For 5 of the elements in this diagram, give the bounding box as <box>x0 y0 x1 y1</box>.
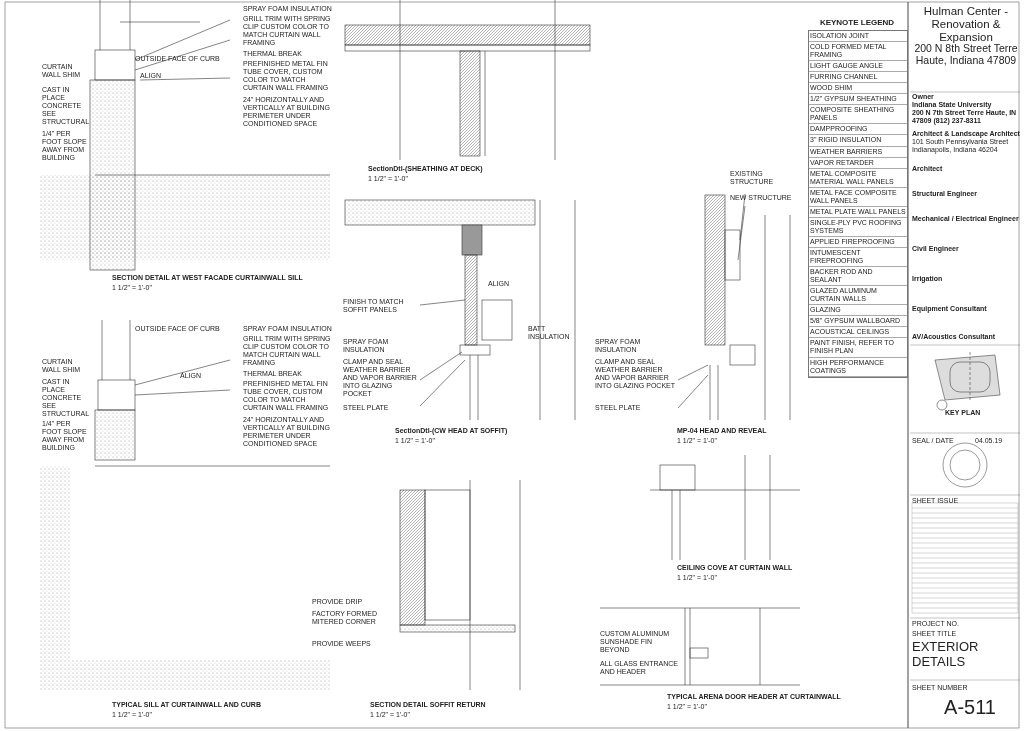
sheet-number: A-511 <box>943 696 997 719</box>
project-title: Hulman Center - Renovation & Expansion <box>923 5 1009 45</box>
legend-heading: KEYNOTE LEGEND <box>818 18 896 28</box>
sheet-title: EXTERIOR DETAILS <box>912 640 980 670</box>
project-address: 200 N 8th Street Terre Haute, Indiana 47809 <box>913 42 1019 67</box>
